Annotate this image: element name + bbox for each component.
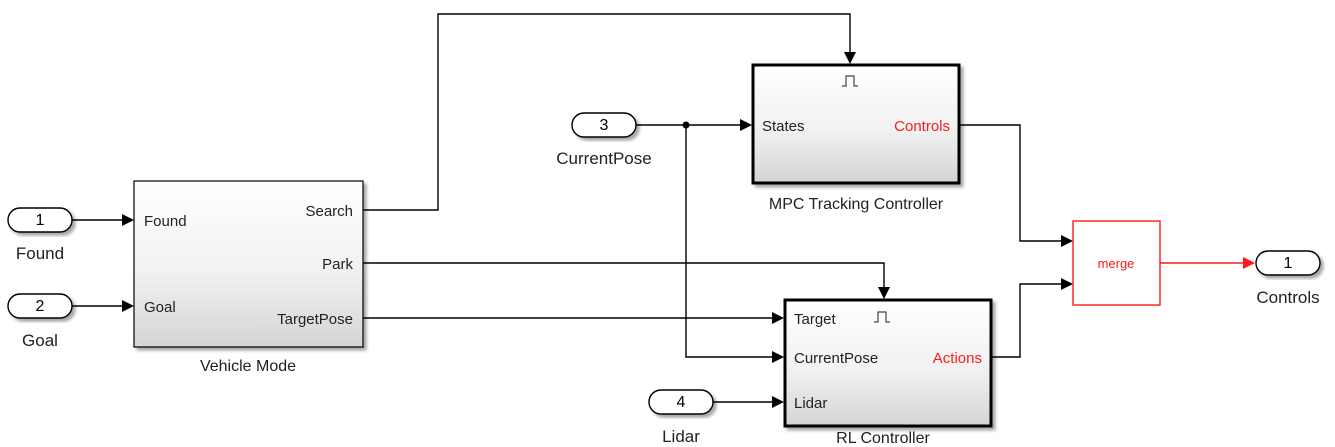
inport-found[interactable]: 1 Found: [7, 207, 73, 263]
block-rl-controller[interactable]: Target CurrentPose Lidar Actions RL Cont…: [783, 298, 993, 447]
wire-mpc-controls[interactable]: [959, 124, 1061, 242]
port-label-states: States: [762, 118, 805, 135]
port-label-currentpose: CurrentPose: [794, 350, 878, 367]
inport-goal[interactable]: 2 Goal: [7, 293, 73, 350]
block-label: merge: [1098, 256, 1135, 271]
signal-lines: [72, 13, 1255, 408]
arrow-head: [772, 351, 784, 363]
block-vehicle-mode[interactable]: Found Goal Search Park TargetPose Vehicl…: [133, 180, 364, 375]
arrow-head: [1243, 257, 1255, 269]
arrow-head: [740, 119, 752, 131]
inport-number: 4: [677, 394, 686, 411]
arrow-head: [772, 396, 784, 408]
trigger-icon: [874, 311, 890, 323]
port-label-park: Park: [322, 256, 353, 273]
outport-controls[interactable]: 1 Controls: [1255, 250, 1321, 307]
wire-rl-actions[interactable]: [991, 283, 1061, 358]
port-label-target: Target: [794, 311, 837, 328]
inport-shape[interactable]: [7, 293, 73, 319]
wire-park[interactable]: [363, 262, 885, 287]
arrow-head: [1061, 235, 1073, 247]
trigger-icon: [842, 75, 858, 87]
inport-shape[interactable]: [571, 112, 637, 138]
wire-search[interactable]: [363, 13, 851, 211]
outport-number: 1: [1284, 255, 1293, 272]
port-label-lidar: Lidar: [794, 395, 827, 412]
inport-currentpose[interactable]: 3 CurrentPose: [556, 112, 652, 168]
arrow-head: [122, 214, 134, 226]
arrow-head: [878, 287, 890, 299]
port-label-controls: Controls: [894, 118, 950, 135]
port-label-goal: Goal: [144, 299, 176, 316]
inport-lidar[interactable]: 4 Lidar: [648, 389, 714, 446]
inport-number: 2: [36, 298, 45, 315]
port-label-found: Found: [144, 213, 187, 230]
arrow-head: [122, 300, 134, 312]
block-name: RL Controller: [836, 430, 930, 447]
inport-shape[interactable]: [648, 389, 714, 415]
branch-point: [682, 121, 690, 129]
outport-shape[interactable]: [1255, 250, 1321, 276]
block-merge[interactable]: merge: [1072, 220, 1161, 306]
outport-label: Controls: [1256, 288, 1319, 307]
port-label-search: Search: [305, 203, 353, 220]
port-label-actions: Actions: [933, 350, 982, 367]
inport-label: Found: [16, 244, 64, 263]
arrow-head: [772, 312, 784, 324]
inport-label: Goal: [22, 331, 58, 350]
block-mpc-tracking-controller[interactable]: States Controls MPC Tracking Controller: [751, 63, 961, 213]
block-name: Vehicle Mode: [200, 358, 296, 375]
block-body[interactable]: [1072, 220, 1161, 306]
inport-label: CurrentPose: [556, 149, 651, 168]
block-name: MPC Tracking Controller: [769, 196, 944, 213]
inport-shape[interactable]: [7, 207, 73, 233]
block-body[interactable]: [751, 63, 961, 185]
arrow-head: [1061, 278, 1073, 290]
inport-number: 1: [36, 212, 45, 229]
inport-label: Lidar: [662, 427, 700, 446]
block-body[interactable]: [133, 180, 364, 348]
arrow-head: [844, 52, 856, 64]
inport-number: 3: [600, 117, 609, 134]
wire-currentpose-rl[interactable]: [685, 125, 772, 358]
port-label-targetpose: TargetPose: [277, 311, 353, 328]
block-body[interactable]: [783, 298, 993, 428]
